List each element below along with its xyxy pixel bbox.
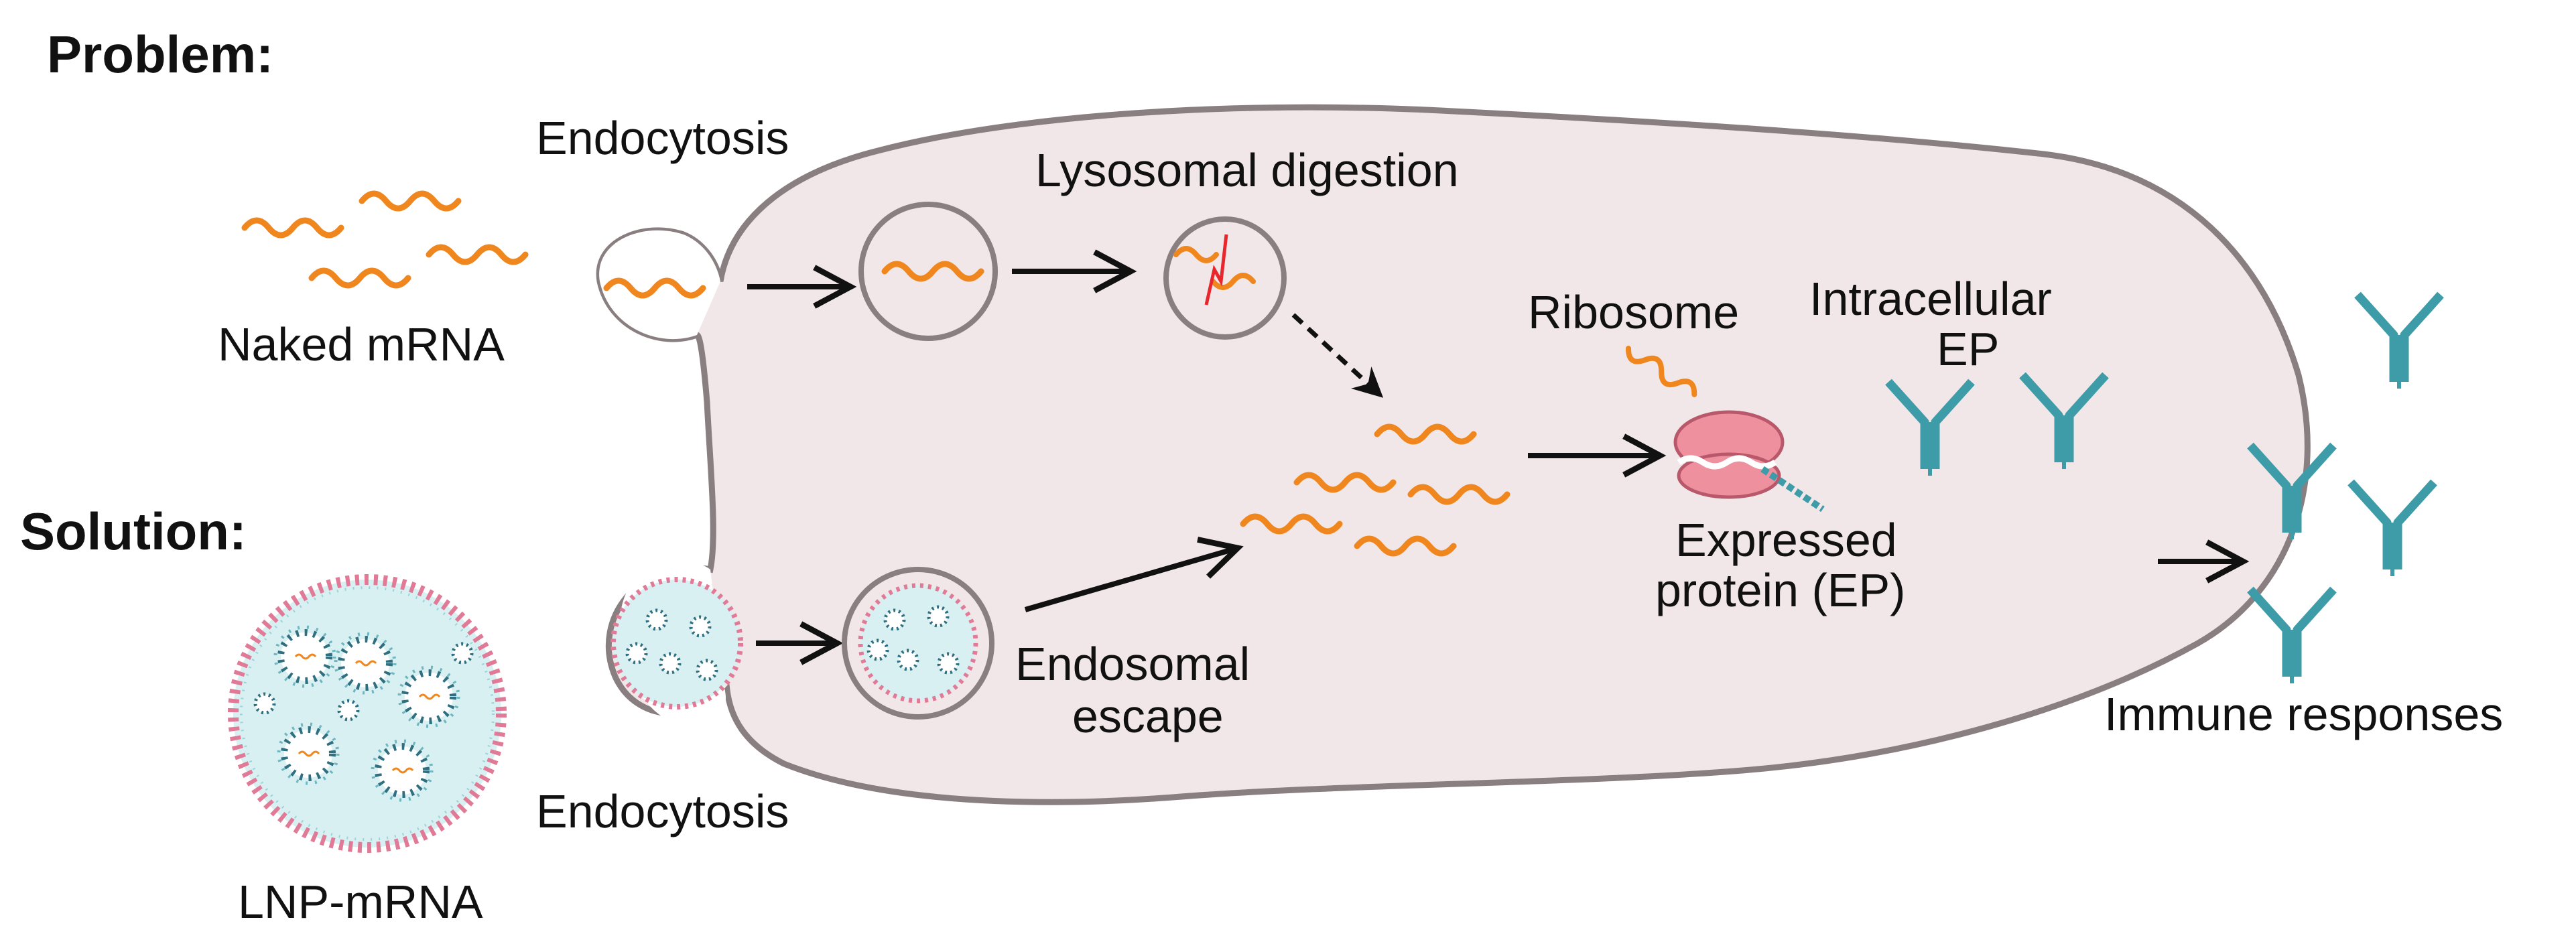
lysosomal-digestion-label: Lysosomal digestion [1035, 144, 1459, 196]
naked-mrna-strands [245, 194, 525, 285]
intracellular-ep-label-line2: EP [1937, 323, 1999, 375]
lnp-in-pit-icon [610, 577, 743, 710]
mrna-strand-icon [362, 194, 458, 208]
mrna-strand-icon [429, 247, 525, 262]
endocytosis-bottom-label: Endocytosis [536, 785, 789, 837]
antibody-icon [2351, 482, 2434, 576]
antibody-icon [2358, 295, 2441, 389]
lnp-particle-icon [228, 574, 507, 853]
ribosome-label: Ribosome [1528, 286, 1739, 338]
solution-heading: Solution: [20, 502, 247, 561]
endosomal-escape-label-line1: Endosomal [1015, 638, 1250, 690]
lnp-mrna-label: LNP-mRNA [238, 876, 483, 928]
expressed-protein-label-line1: Expressed [1675, 514, 1897, 566]
lysosome-icon [1163, 216, 1287, 340]
endosomal-escape-label-line2: escape [1072, 690, 1224, 742]
endocytosis-top-label: Endocytosis [536, 112, 789, 164]
arrow-icon [1024, 537, 1244, 612]
problem-heading: Problem: [47, 25, 273, 84]
expressed-protein-label-line2: protein (EP) [1655, 564, 1905, 616]
cell-membrane [596, 104, 2311, 805]
antibody-icon [2250, 590, 2333, 683]
immune-responses-label: Immune responses [2104, 688, 2503, 740]
endosome-icon [858, 202, 998, 341]
naked-mrna-label: Naked mRNA [218, 318, 505, 370]
mrna-strand-icon [312, 271, 408, 285]
ribosome-icon [1625, 346, 1825, 513]
mrna-strand-icon [245, 220, 341, 235]
cut-mark-icon [1204, 234, 1228, 306]
endosome-with-lnp-icon [842, 567, 994, 720]
intracellular-ep-label-line1: Intracellular [1809, 273, 2052, 325]
